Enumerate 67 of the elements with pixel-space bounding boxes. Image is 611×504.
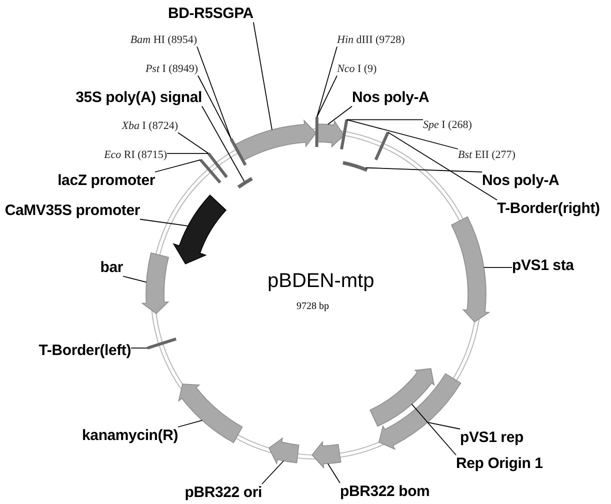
site-label: Spe I (268): [423, 119, 472, 132]
feature-label: CaMV35S promoter: [4, 202, 140, 220]
arc-segment: [237, 177, 253, 189]
tick-mark: [374, 132, 390, 160]
feature-label: Nos poly-A: [482, 172, 560, 190]
feature-label: BD-R5SGPA: [168, 5, 254, 22]
site-label: Bst EII (277): [458, 149, 516, 162]
leader-line: [196, 46, 232, 140]
feature-arc: [178, 384, 243, 444]
site-label: Nco I (9): [337, 63, 377, 76]
leader-line: [154, 159, 202, 172]
leader-line: [198, 75, 232, 140]
feature-arc: [173, 194, 226, 264]
feature-arc: [370, 368, 434, 427]
feature-arc: [234, 120, 316, 161]
tick-mark: [147, 338, 176, 350]
plasmid-size: 9728 bp: [296, 301, 329, 312]
leader-line: [202, 106, 245, 182]
site-label: Hin dIII (9728): [337, 34, 405, 47]
feature-label: Rep Origin 1: [456, 455, 543, 472]
feature-arc: [317, 120, 344, 148]
leader-line: [140, 218, 188, 226]
feature-label: bar: [100, 259, 123, 276]
leader-line: [346, 119, 458, 150]
feature-label: kanamycin(R): [82, 427, 178, 444]
site-label: Eco RI (8715): [104, 149, 167, 162]
leader-line: [388, 132, 498, 200]
tick-mark: [340, 119, 348, 150]
leader-line: [411, 404, 456, 456]
leader-line: [365, 167, 482, 172]
feature-label: pVS1 sta: [512, 257, 574, 274]
leader-line: [316, 46, 338, 118]
feature-arc: [312, 441, 342, 468]
feature-label: T-Border(left): [38, 342, 131, 360]
leader-line: [178, 132, 209, 154]
leader-line: [253, 22, 272, 130]
feature-arc: [268, 438, 300, 464]
feature-label: T-Border(right): [497, 200, 600, 218]
site-label: Xba I (8724): [122, 120, 178, 133]
leader-line: [262, 460, 284, 484]
tick-mark: [207, 152, 228, 178]
leader-line: [166, 152, 209, 154]
arc-segment: [342, 161, 368, 172]
feature-label: Nos poly-A: [352, 89, 430, 106]
feature-label: pBR322 bom: [340, 483, 430, 500]
leader-line: [130, 348, 148, 349]
leader-line: [346, 119, 424, 120]
feature-arc: [142, 252, 169, 314]
tick-mark: [230, 138, 247, 166]
plasmid-name: pBDEN-mtp: [268, 270, 374, 293]
tick-mark: [199, 158, 222, 184]
feature-label: pVS1 rep: [460, 429, 524, 446]
leader-line: [122, 276, 147, 283]
leader-line: [316, 75, 338, 118]
site-label: Pst I (8949): [145, 63, 198, 76]
leader-line: [483, 266, 512, 268]
feature-label: lacZ promoter: [58, 172, 155, 190]
site-label: Bam HI (8954): [130, 34, 197, 47]
feature-label: 35S poly(A) signal: [76, 89, 202, 106]
leader-line: [427, 422, 460, 430]
leader-line: [327, 463, 340, 484]
leader-line: [327, 106, 352, 125]
feature-label: pBR322 ori: [184, 484, 262, 502]
feature-arc: [378, 373, 462, 450]
feature-arc: [451, 216, 490, 322]
tick-mark: [315, 117, 318, 147]
leader-line: [178, 420, 203, 428]
